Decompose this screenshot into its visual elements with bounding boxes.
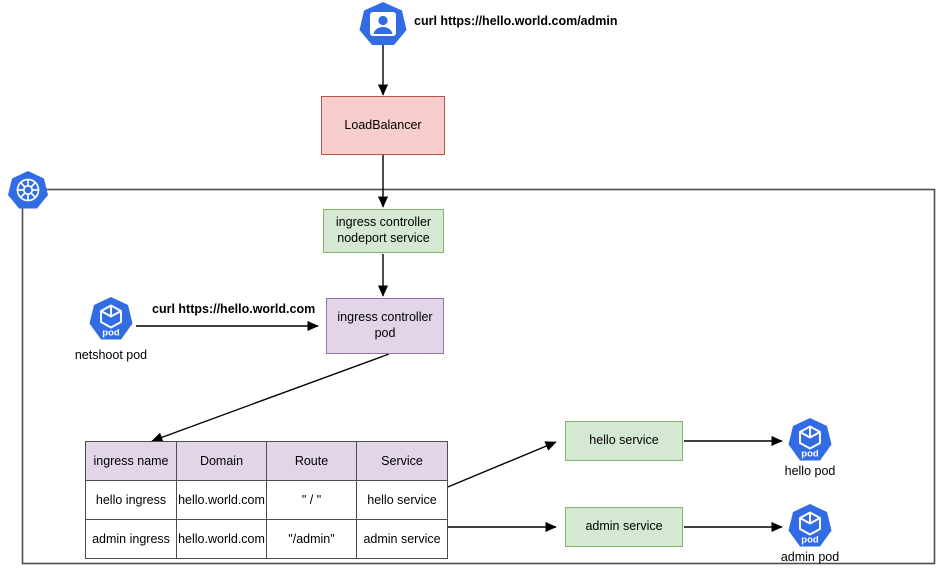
cell-route: " / " — [266, 480, 357, 520]
table-row[interactable]: hello ingress hello.world.com " / " hell… — [85, 480, 448, 520]
edge-table-to-hello-service — [442, 441, 557, 490]
table-header-ingress-name: ingress name — [85, 441, 177, 481]
cell-ingress-name: hello ingress — [85, 480, 177, 520]
nodeport-service-label: ingress controller nodeport service — [336, 215, 431, 246]
table-header-service: Service — [356, 441, 448, 481]
ingress-controller-pod-label: ingress controller pod — [337, 310, 432, 341]
loadbalancer-box[interactable]: LoadBalancer — [321, 96, 445, 155]
hello-service-box[interactable]: hello service — [565, 421, 683, 461]
cell-service: admin service — [356, 519, 448, 559]
pod-icon-text: pod — [801, 449, 819, 460]
admin-service-label: admin service — [585, 519, 663, 534]
admin-pod-label: admin pod — [780, 550, 840, 564]
ingress-controller-pod-line1: ingress controller — [337, 310, 433, 325]
k8s-user-icon — [357, 1, 409, 49]
hello-service-label: hello service — [589, 433, 659, 448]
admin-pod-icon: pod — [786, 503, 834, 551]
ingress-controller-pod-box[interactable]: ingress controller pod — [326, 298, 444, 354]
cell-domain: hello.world.com — [176, 480, 267, 520]
ingress-controller-pod-line2: pod — [374, 326, 396, 340]
kubernetes-helm-icon — [6, 170, 50, 212]
external-user-request-label: curl https://hello.world.com/admin — [414, 14, 618, 28]
table-header-route: Route — [266, 441, 357, 481]
ingress-table[interactable]: ingress name Domain Route Service hello … — [85, 441, 448, 559]
nodeport-service-line2: nodeport service — [337, 231, 430, 245]
nodeport-service-box[interactable]: ingress controller nodeport service — [323, 209, 444, 253]
cell-service: hello service — [356, 480, 448, 520]
cell-route: "/admin" — [266, 519, 357, 559]
table-header-domain: Domain — [176, 441, 267, 481]
table-header-row: ingress name Domain Route Service — [85, 441, 448, 481]
hello-pod-label: hello pod — [784, 464, 836, 478]
cell-ingress-name: admin ingress — [85, 519, 177, 559]
admin-service-box[interactable]: admin service — [565, 507, 683, 547]
netshoot-pod-icon: pod — [87, 296, 135, 344]
cell-domain: hello.world.com — [176, 519, 267, 559]
nodeport-service-line1: ingress controller — [335, 215, 432, 230]
table-row[interactable]: admin ingress hello.world.com "/admin" a… — [85, 519, 448, 559]
edge-ingress-pod-to-table — [151, 353, 390, 443]
netshoot-pod-label: netshoot pod — [74, 348, 148, 362]
pod-icon-text: pod — [102, 328, 120, 339]
hello-pod-icon: pod — [786, 417, 834, 465]
pod-icon-text: pod — [801, 535, 819, 546]
netshoot-request-label: curl https://hello.world.com — [152, 302, 316, 316]
loadbalancer-label: LoadBalancer — [344, 117, 422, 132]
